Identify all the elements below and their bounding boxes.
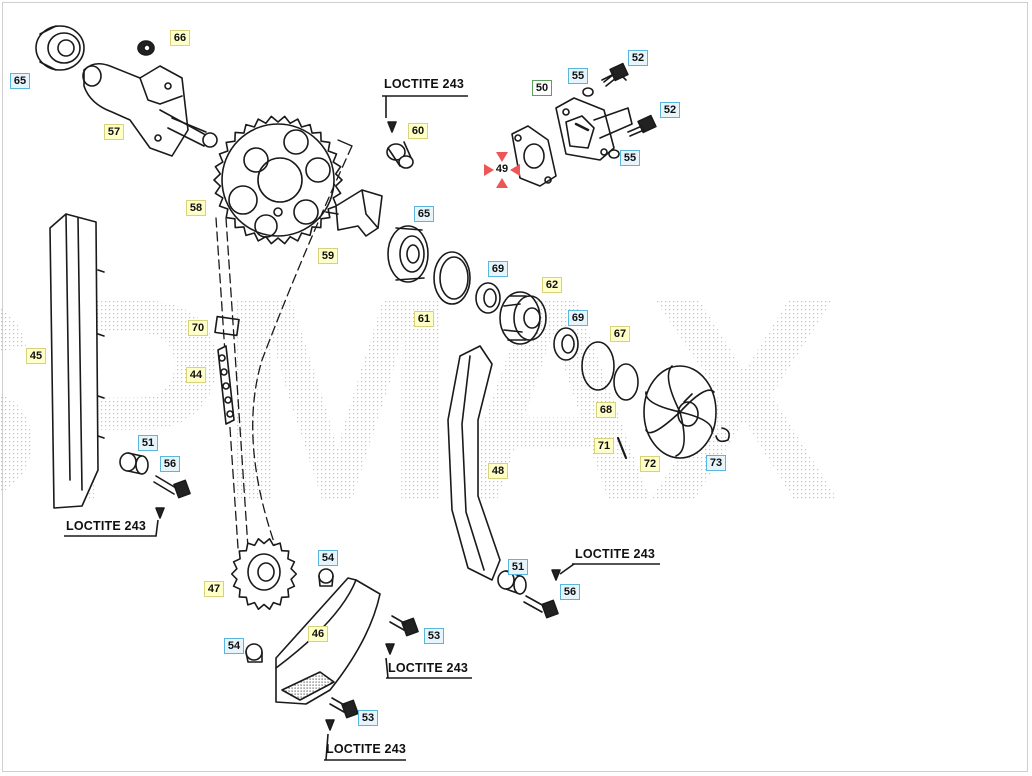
- callout-67[interactable]: 67: [610, 326, 630, 342]
- callout-73[interactable]: 73: [706, 455, 726, 471]
- link-70: [214, 315, 240, 337]
- guide-45: [49, 213, 105, 509]
- callout-55-b[interactable]: 55: [620, 150, 640, 166]
- guide-48: [447, 345, 501, 581]
- o-ring-68: [613, 363, 639, 401]
- loctite-note-3: LOCTITE 243: [575, 547, 655, 561]
- o-ring-61: [433, 251, 471, 305]
- bolt-56-right: [523, 569, 561, 619]
- callout-53-a[interactable]: 53: [424, 628, 444, 644]
- clip-73: [715, 427, 730, 443]
- callout-57[interactable]: 57: [104, 124, 124, 140]
- bearing-69-a: [475, 282, 501, 314]
- callout-46[interactable]: 46: [308, 626, 328, 642]
- o-ring-67: [581, 341, 615, 391]
- callout-60[interactable]: 60: [408, 123, 428, 139]
- bolt-52-upper: [601, 62, 629, 87]
- callout-52-a[interactable]: 52: [628, 50, 648, 66]
- callout-66[interactable]: 66: [170, 30, 190, 46]
- callout-68[interactable]: 68: [596, 402, 616, 418]
- spacer-51-left: [119, 452, 149, 475]
- callout-51-b[interactable]: 51: [508, 559, 528, 575]
- callout-59[interactable]: 59: [318, 248, 338, 264]
- svg-text:SPMAX: SPMAX: [0, 238, 842, 562]
- pulley-62: [499, 291, 547, 345]
- callout-58[interactable]: 58: [186, 200, 206, 216]
- tensioner-50: [555, 97, 633, 161]
- washer-55: [582, 87, 620, 159]
- callout-56-a[interactable]: 56: [160, 456, 180, 472]
- bushing-54-top: [318, 568, 334, 587]
- callout-51-a[interactable]: 51: [138, 435, 158, 451]
- callout-45[interactable]: 45: [26, 348, 46, 364]
- marker-49-arrows: [484, 152, 520, 188]
- loctite-note-4: LOCTITE 243: [388, 661, 468, 675]
- callout-65-a[interactable]: 65: [10, 73, 30, 89]
- watermark: SPMAX: [0, 238, 852, 562]
- callout-71[interactable]: 71: [594, 438, 614, 454]
- bearing-69-b: [553, 327, 579, 361]
- chain-44: [217, 345, 235, 425]
- sprocket-58: [213, 115, 343, 245]
- callout-72[interactable]: 72: [640, 456, 660, 472]
- callout-54-a[interactable]: 54: [318, 550, 338, 566]
- bolt-52-lower: [627, 114, 657, 137]
- pin-71: [616, 436, 628, 460]
- bearing-65-mid: [387, 225, 429, 283]
- spacer-51-right: [497, 570, 527, 595]
- callout-62[interactable]: 62: [542, 277, 562, 293]
- bolt-60: [386, 121, 414, 169]
- chain-path: [215, 145, 353, 549]
- bolt-56-left: [153, 475, 191, 519]
- callout-69-b[interactable]: 69: [568, 310, 588, 326]
- sprocket-47: [230, 538, 298, 610]
- callout-49[interactable]: 49: [495, 163, 509, 175]
- bolt-53-lower: [325, 697, 359, 731]
- callout-50[interactable]: 50: [532, 80, 552, 96]
- callout-52-b[interactable]: 52: [660, 102, 680, 118]
- guide-46: [275, 577, 381, 705]
- callout-44[interactable]: 44: [186, 367, 206, 383]
- bolt-53-upper: [385, 615, 419, 655]
- seal-66: [137, 40, 155, 56]
- callout-55-a[interactable]: 55: [568, 68, 588, 84]
- callout-53-b[interactable]: 53: [358, 710, 378, 726]
- impeller-72: [643, 365, 717, 459]
- bushing-54-bottom: [245, 643, 263, 663]
- callout-48[interactable]: 48: [488, 463, 508, 479]
- callout-54-b[interactable]: 54: [224, 638, 244, 654]
- gasket-49: [511, 125, 557, 187]
- tensioner-59: [325, 189, 383, 237]
- loctite-note-5: LOCTITE 243: [326, 742, 406, 756]
- callout-47[interactable]: 47: [204, 581, 224, 597]
- callout-61[interactable]: 61: [414, 311, 434, 327]
- callout-70[interactable]: 70: [188, 320, 208, 336]
- callout-56-b[interactable]: 56: [560, 584, 580, 600]
- loctite-note-1: LOCTITE 243: [384, 77, 464, 91]
- callout-65-b[interactable]: 65: [414, 206, 434, 222]
- loctite-note-2: LOCTITE 243: [66, 519, 146, 533]
- callout-69-a[interactable]: 69: [488, 261, 508, 277]
- bearing-65-top: [35, 25, 85, 71]
- shaft-57: [82, 62, 218, 157]
